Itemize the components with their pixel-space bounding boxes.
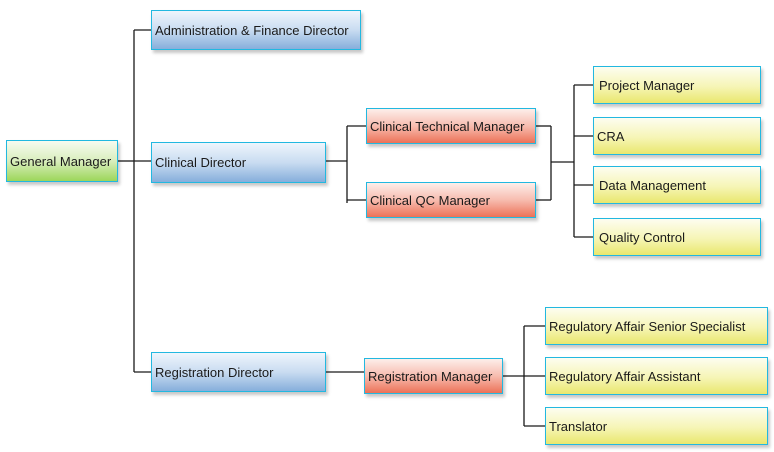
node-label: Translator xyxy=(549,418,608,434)
node-data-management: Data Management xyxy=(593,166,761,204)
node-cra: CRA xyxy=(593,117,761,155)
node-general-manager: General Manager xyxy=(6,140,118,182)
node-label: Data Management xyxy=(599,177,706,193)
node-registration-director: Registration Director xyxy=(151,352,326,392)
node-label: Registration Manager xyxy=(368,368,493,384)
node-quality-control: Quality Control xyxy=(593,218,761,256)
node-label: Quality Control xyxy=(599,229,685,245)
node-clinical-qc-manager: Clinical QC Manager xyxy=(366,182,536,218)
node-regulatory-affair-senior-specialist: Regulatory Affair Senior Specialist xyxy=(545,307,768,345)
node-label: Clinical Technical Manager xyxy=(370,118,525,134)
node-label: CRA xyxy=(597,128,625,144)
node-project-manager: Project Manager xyxy=(593,66,761,104)
node-label: Clinical QC Manager xyxy=(370,192,490,208)
node-label: Registration Director xyxy=(155,364,274,380)
node-admin-finance-director: Administration & Finance Director xyxy=(151,10,361,50)
node-label: Project Manager xyxy=(599,77,695,93)
node-label: Clinical Director xyxy=(155,155,247,170)
node-clinical-director: Clinical Director xyxy=(151,142,326,183)
node-label: General Manager xyxy=(10,153,112,169)
node-clinical-technical-manager: Clinical Technical Manager xyxy=(366,108,536,144)
node-registration-manager: Registration Manager xyxy=(364,358,503,394)
node-translator: Translator xyxy=(545,407,768,445)
node-regulatory-affair-assistant: Regulatory Affair Assistant xyxy=(545,357,768,395)
node-label: Regulatory Affair Assistant xyxy=(549,368,701,384)
node-label: Regulatory Affair Senior Specialist xyxy=(549,318,746,334)
node-label: Administration & Finance Director xyxy=(155,22,349,38)
